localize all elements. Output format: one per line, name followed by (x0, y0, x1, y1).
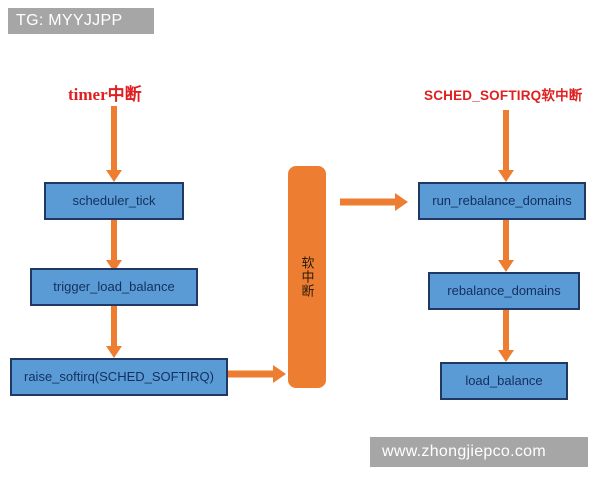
arrow-raise-softirq-to-softirq-bar (228, 364, 286, 384)
arrow-head (498, 170, 514, 182)
arrow-head (395, 193, 408, 211)
arrow-shaft (111, 220, 117, 260)
label-timer-interrupt: timer中断 (68, 85, 142, 104)
node-scheduler-tick[interactable]: scheduler_tick (44, 182, 184, 220)
node-run-rebalance-domains[interactable]: run_rebalance_domains (418, 182, 586, 220)
node-load-balance[interactable]: load_balance (440, 362, 568, 400)
softirq-bar-label: 软中断 (299, 256, 315, 298)
arrow-head (106, 346, 122, 358)
arrow-shaft (503, 220, 509, 260)
arrow-sched-softirq-to-run-rebalance-domains (496, 110, 516, 182)
arrow-scheduler-tick-to-trigger-load-balance (104, 220, 124, 272)
arrow-softirq-bar-to-run-rebalance-domains (340, 192, 408, 212)
node-trigger-load-balance[interactable]: trigger_load_balance (30, 268, 198, 306)
arrow-head (498, 350, 514, 362)
arrow-head (273, 365, 286, 383)
arrow-trigger-load-balance-to-raise-softirq (104, 306, 124, 358)
arrow-shaft (111, 306, 117, 346)
node-rebalance-domains[interactable]: rebalance_domains (428, 272, 580, 310)
watermark-top-left: TG: MYYJJPP (8, 8, 154, 34)
arrow-timer-to-scheduler-tick (104, 106, 124, 182)
arrow-shaft (503, 110, 509, 170)
arrow-shaft (111, 106, 117, 170)
arrow-head (106, 170, 122, 182)
arrow-shaft (503, 310, 509, 350)
arrow-rebalance-domains-to-load-balance (496, 310, 516, 362)
arrow-head (498, 260, 514, 272)
arrow-shaft (340, 198, 396, 206)
arrow-run-rebalance-domains-to-rebalance-domains (496, 220, 516, 272)
watermark-bottom-right: www.zhongjiepco.com (370, 437, 588, 467)
softirq-bar[interactable]: 软中断 (288, 166, 326, 388)
label-sched-softirq-interrupt: SCHED_SOFTIRQ软中断 (424, 88, 583, 103)
arrow-shaft (228, 370, 274, 378)
node-raise-softirq[interactable]: raise_softirq(SCHED_SOFTIRQ) (10, 358, 228, 396)
